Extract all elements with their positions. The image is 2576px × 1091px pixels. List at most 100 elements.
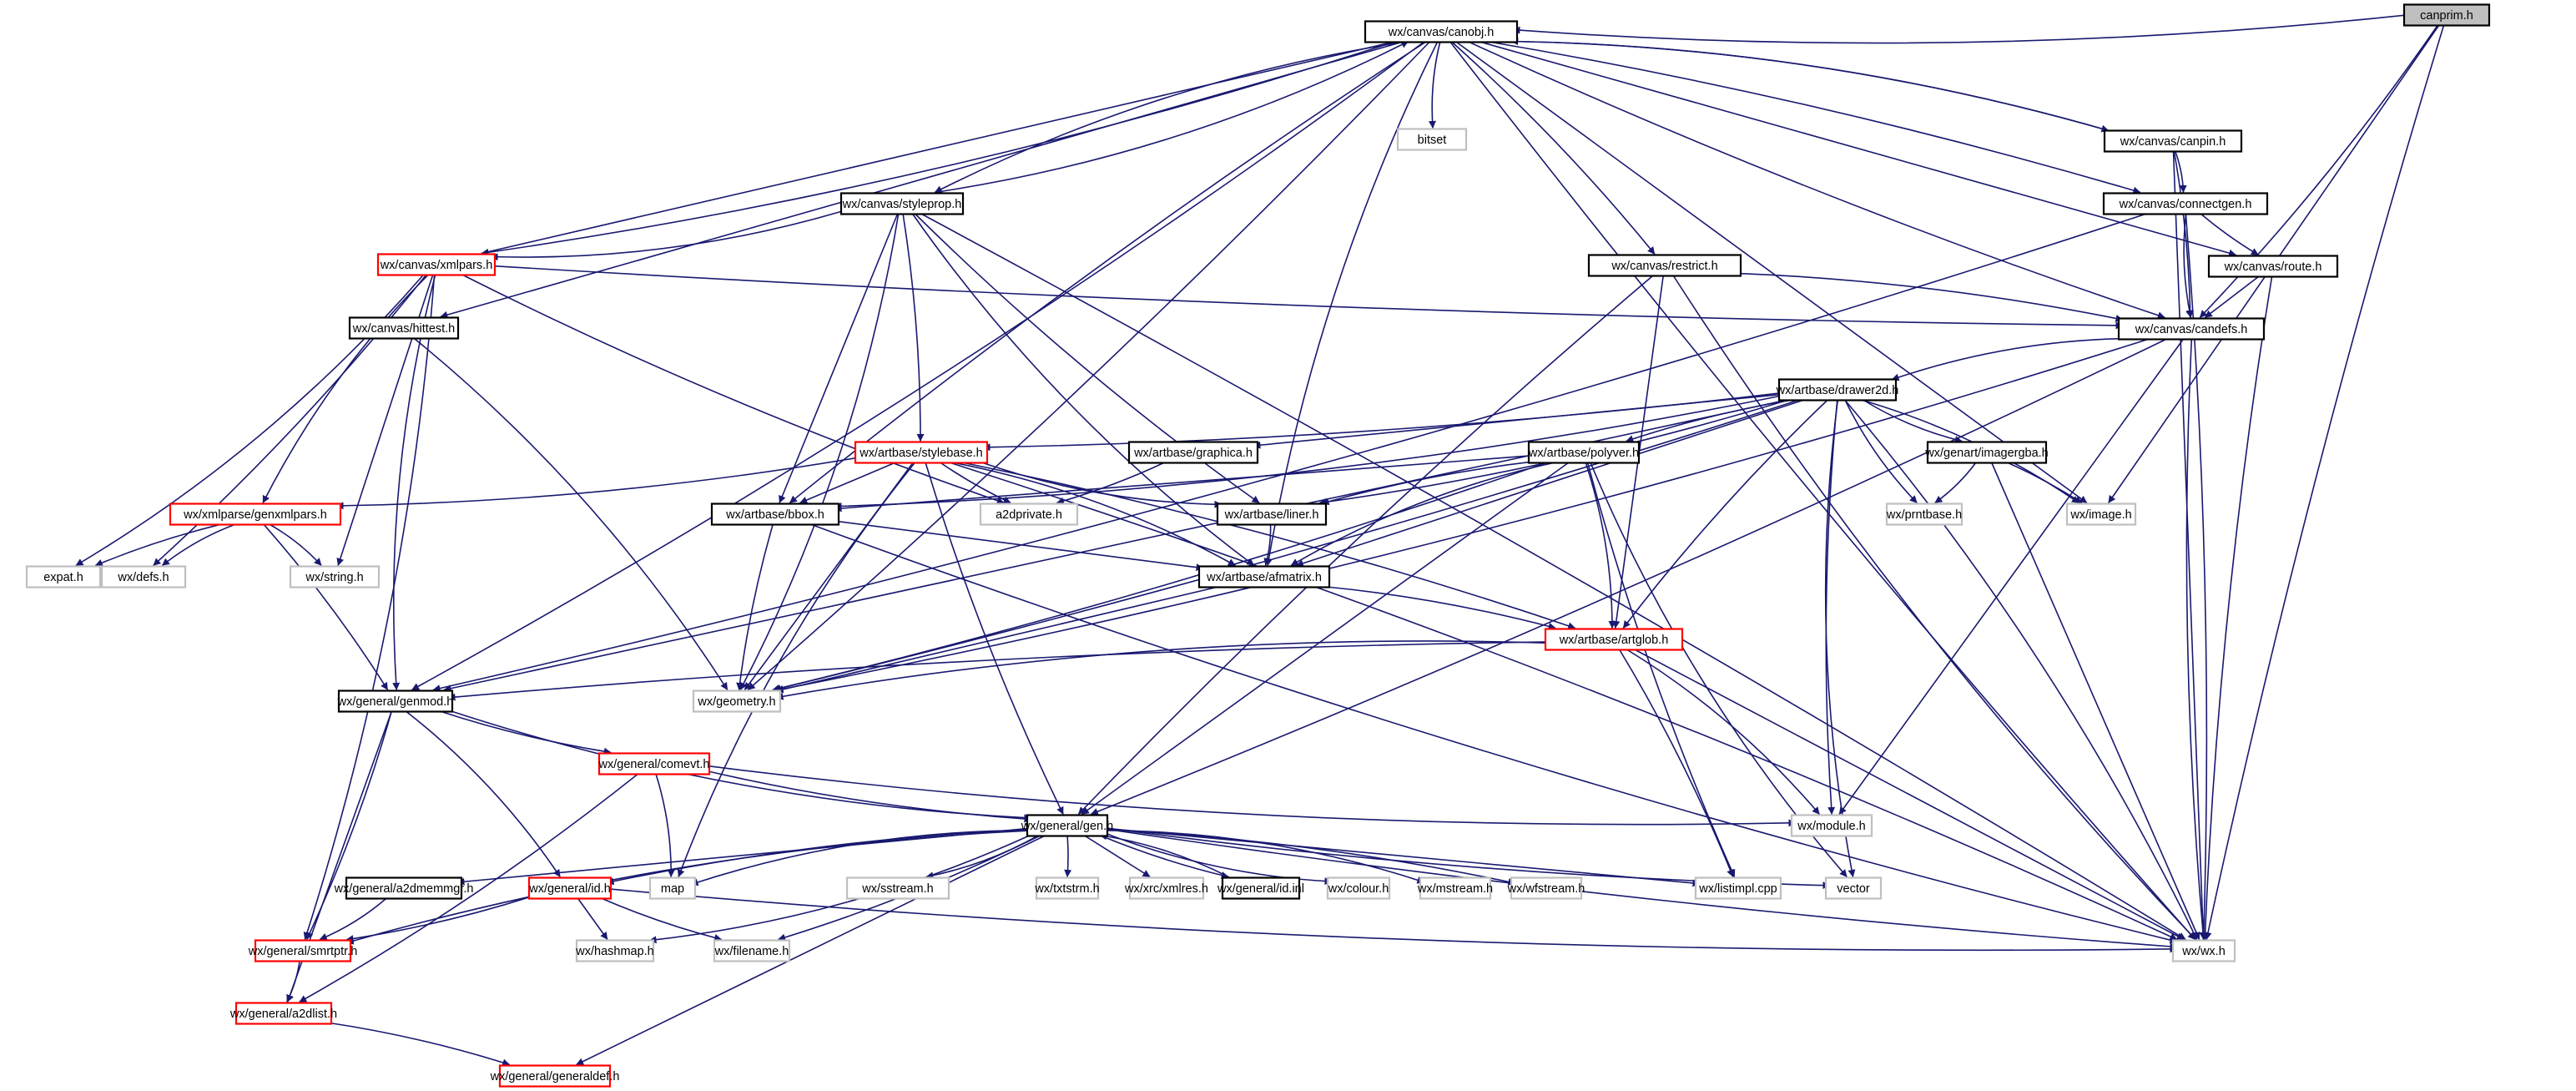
node-hittest[interactable]: wx/canvas/hittest.h xyxy=(348,316,460,340)
node-image[interactable]: wx/image.h xyxy=(2065,503,2137,526)
node-box[interactable] xyxy=(597,752,711,775)
node-box[interactable] xyxy=(1544,628,1684,651)
node-box[interactable] xyxy=(692,689,782,713)
node-box[interactable] xyxy=(1926,441,2048,464)
node-box[interactable] xyxy=(1777,378,1898,402)
node-box[interactable] xyxy=(345,876,463,900)
node-box[interactable] xyxy=(1326,876,1391,900)
node-sstream[interactable]: wx/sstream.h xyxy=(845,876,950,900)
node-liner[interactable]: wx/artbase/liner.h xyxy=(1216,503,1328,526)
node-box[interactable] xyxy=(710,503,840,526)
node-graphica[interactable]: wx/artbase/graphica.h xyxy=(1127,441,1259,464)
node-route[interactable]: wx/canvas/route.h xyxy=(2207,255,2339,278)
node-box[interactable] xyxy=(2207,255,2339,278)
node-wx[interactable]: wx/wx.h xyxy=(2171,939,2236,962)
node-restrict[interactable]: wx/canvas/restrict.h xyxy=(1587,254,1742,277)
node-afmatrix[interactable]: wx/artbase/afmatrix.h xyxy=(1197,565,1331,588)
node-mstream[interactable]: wx/mstream.h xyxy=(1417,876,1493,900)
node-box[interactable] xyxy=(348,316,460,340)
node-box[interactable] xyxy=(2402,3,2491,27)
node-geometry[interactable]: wx/geometry.h xyxy=(692,689,782,713)
node-box[interactable] xyxy=(376,253,497,276)
node-box[interactable] xyxy=(575,939,655,962)
node-box[interactable] xyxy=(289,565,381,588)
node-box[interactable] xyxy=(1364,20,1519,43)
node-box[interactable] xyxy=(1035,876,1100,900)
node-xmlres[interactable]: wx/xrc/xmlres.h xyxy=(1124,876,1208,900)
node-idinl[interactable]: wx/general/id.inl xyxy=(1217,876,1304,900)
node-box[interactable] xyxy=(1127,441,1259,464)
node-box[interactable] xyxy=(169,503,342,526)
node-vector[interactable]: vector xyxy=(1824,876,1883,900)
node-hashmap[interactable]: wx/hashmap.h xyxy=(575,939,655,962)
node-smrtptr[interactable]: wx/general/smrtptr.h xyxy=(248,939,358,962)
node-a2dlist[interactable]: wx/general/a2dlist.h xyxy=(229,1002,337,1025)
node-box[interactable] xyxy=(648,876,697,900)
node-box[interactable] xyxy=(1197,565,1331,588)
node-canprim[interactable]: canprim.h xyxy=(2402,3,2491,27)
node-styleprop[interactable]: wx/canvas/styleprop.h xyxy=(839,192,965,215)
node-box[interactable] xyxy=(1221,876,1301,900)
node-box[interactable] xyxy=(498,1064,612,1088)
node-polyver[interactable]: wx/artbase/polyver.h xyxy=(1527,441,1641,464)
node-box[interactable] xyxy=(2065,503,2137,526)
node-box[interactable] xyxy=(1824,876,1883,900)
node-wfstream[interactable]: wx/wfstream.h xyxy=(1507,876,1585,900)
node-generaldef[interactable]: wx/general/generaldef.h xyxy=(490,1064,620,1088)
node-box[interactable] xyxy=(25,565,102,588)
node-comevt[interactable]: wx/general/comevt.h xyxy=(597,752,711,775)
node-bbox[interactable]: wx/artbase/bbox.h xyxy=(710,503,840,526)
node-box[interactable] xyxy=(854,441,989,464)
node-genmod[interactable]: wx/general/genmod.h xyxy=(337,689,454,713)
node-box[interactable] xyxy=(1026,814,1109,837)
node-box[interactable] xyxy=(845,876,950,900)
node-module[interactable]: wx/module.h xyxy=(1790,814,1873,837)
node-imagergba[interactable]: wx/genart/imagergba.h xyxy=(1924,441,2049,464)
node-drawer2d[interactable]: wx/artbase/drawer2d.h xyxy=(1776,378,1899,402)
node-box[interactable] xyxy=(100,565,187,588)
node-listimpl[interactable]: wx/listimpl.cpp xyxy=(1694,876,1782,900)
node-box[interactable] xyxy=(1396,128,1468,151)
node-string[interactable]: wx/string.h xyxy=(289,565,381,588)
node-txtstrm[interactable]: wx/txtstrm.h xyxy=(1034,876,1100,900)
node-box[interactable] xyxy=(979,503,1079,526)
node-defs[interactable]: wx/defs.h xyxy=(100,565,187,588)
node-box[interactable] xyxy=(2117,317,2266,341)
node-box[interactable] xyxy=(234,1002,333,1025)
node-box[interactable] xyxy=(1885,503,1964,526)
node-box[interactable] xyxy=(1694,876,1782,900)
node-id[interactable]: wx/general/id.h xyxy=(527,876,612,900)
node-box[interactable] xyxy=(1790,814,1873,837)
node-box[interactable] xyxy=(2103,129,2243,153)
node-box[interactable] xyxy=(1128,876,1205,900)
node-stylebase[interactable]: wx/artbase/stylebase.h xyxy=(854,441,989,464)
node-box[interactable] xyxy=(1527,441,1641,464)
node-map[interactable]: map xyxy=(648,876,697,900)
node-genxmlpars[interactable]: wx/xmlparse/genxmlpars.h xyxy=(169,503,342,526)
node-box[interactable] xyxy=(1510,876,1583,900)
node-box[interactable] xyxy=(337,689,454,713)
node-canpin[interactable]: wx/canvas/canpin.h xyxy=(2103,129,2243,153)
node-expat[interactable]: expat.h xyxy=(25,565,102,588)
node-colour[interactable]: wx/colour.h xyxy=(1326,876,1391,900)
node-prntbase[interactable]: wx/prntbase.h xyxy=(1885,503,1964,526)
node-box[interactable] xyxy=(839,192,965,215)
node-connectgen[interactable]: wx/canvas/connectgen.h xyxy=(2102,192,2269,215)
node-a2dmemmgr[interactable]: wx/general/a2dmemmgr.h xyxy=(334,876,474,900)
node-box[interactable] xyxy=(1419,876,1492,900)
node-box[interactable] xyxy=(2171,939,2236,962)
node-box[interactable] xyxy=(1216,503,1328,526)
node-box[interactable] xyxy=(527,876,612,900)
node-box[interactable] xyxy=(254,939,352,962)
node-filename[interactable]: wx/filename.h xyxy=(713,939,791,962)
node-box[interactable] xyxy=(1587,254,1742,277)
node-xmlpars[interactable]: wx/canvas/xmlpars.h xyxy=(376,253,497,276)
node-canobj[interactable]: wx/canvas/canobj.h xyxy=(1364,20,1519,43)
node-a2dprivate[interactable]: a2dprivate.h xyxy=(979,503,1079,526)
node-box[interactable] xyxy=(2102,192,2269,215)
node-candefs[interactable]: wx/canvas/candefs.h xyxy=(2117,317,2266,341)
node-box[interactable] xyxy=(713,939,791,962)
node-bitset[interactable]: bitset xyxy=(1396,128,1468,151)
node-artglob[interactable]: wx/artbase/artglob.h xyxy=(1544,628,1684,651)
node-gen[interactable]: wx/general/gen.h xyxy=(1021,814,1113,837)
